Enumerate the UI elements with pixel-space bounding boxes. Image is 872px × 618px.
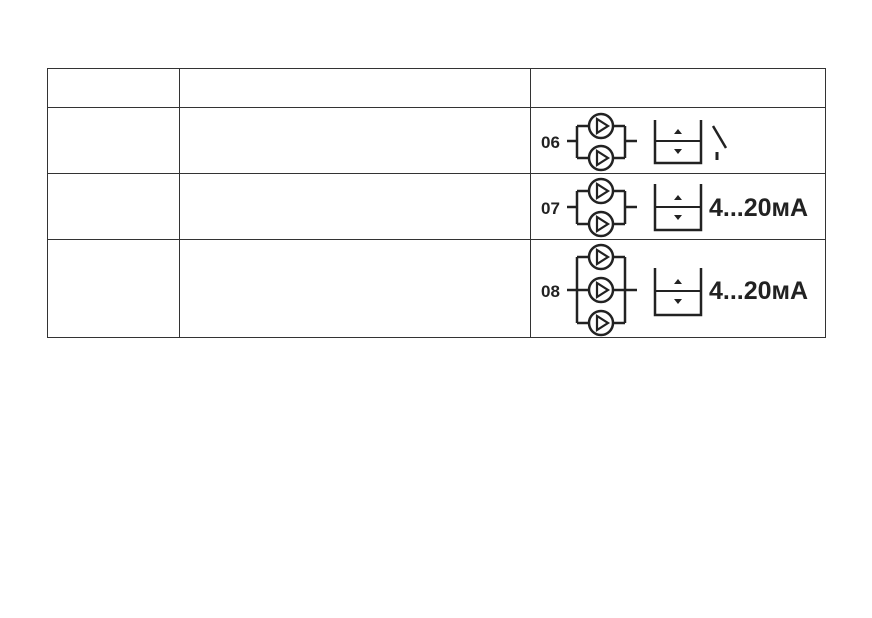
- row3-col2: [179, 239, 531, 338]
- pump-icon: [587, 112, 615, 140]
- scheme-code: 07: [541, 199, 560, 218]
- row1-col1: [47, 107, 180, 174]
- row2-col1: [47, 173, 180, 240]
- analog-signal-label: 4...20мА: [709, 277, 808, 305]
- pump-icon: [587, 210, 615, 238]
- tank-level-icon: [653, 184, 703, 232]
- header-cell-2: [179, 68, 531, 108]
- pump-icon: [587, 177, 615, 205]
- pump-scheme-06: 06: [541, 112, 728, 172]
- scheme-code: 08: [541, 282, 560, 301]
- pump-icon: [587, 276, 615, 304]
- header-cell-1: [47, 68, 180, 108]
- row3-scheme-cell: 08: [530, 239, 826, 338]
- table-row: 06: [47, 107, 826, 174]
- relay-switch-icon: [711, 125, 728, 160]
- analog-signal-label: 4...20мА: [709, 194, 808, 222]
- pump-scheme-08: 08: [541, 243, 808, 337]
- row2-col2: [179, 173, 531, 240]
- tank-level-icon: [653, 268, 703, 317]
- row1-col2: [179, 107, 531, 174]
- pump-scheme-07: 07: [541, 177, 808, 238]
- table-row: 08: [47, 239, 826, 338]
- table-row: 07: [47, 173, 826, 240]
- row2-scheme-cell: 07: [530, 173, 826, 240]
- header-cell-3: [530, 68, 826, 108]
- row1-scheme-cell: 06: [530, 107, 826, 174]
- tank-level-icon: [653, 120, 703, 165]
- scheme-table: 06: [47, 68, 826, 338]
- scheme-code: 06: [541, 133, 560, 152]
- pump-icon: [587, 309, 615, 337]
- pump-icon: [587, 144, 615, 172]
- row3-col1: [47, 239, 180, 338]
- pump-icon: [587, 243, 615, 271]
- table-header-row: [47, 68, 826, 108]
